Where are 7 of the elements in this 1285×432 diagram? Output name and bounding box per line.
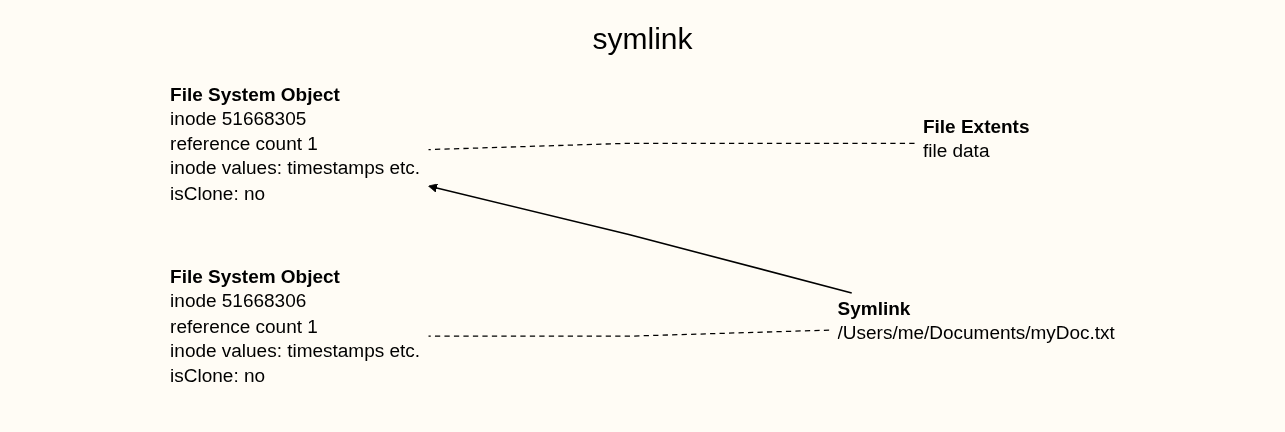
diagram-title: symlink <box>591 22 694 56</box>
node-text: File System Object inode 51668306 reference count 1 inode values: timestamps etc. isClone: no <box>170 266 421 386</box>
connector <box>427 329 830 337</box>
node-text: Symlink /Users/me/Documents/myDoc.txt <box>837 298 1115 344</box>
node-text: File System Object inode 51668305 reference count 1 inode values: timestamps etc. isClone: no <box>170 83 421 204</box>
node-text: File Extents file data <box>922 115 1030 162</box>
arrow <box>428 183 853 294</box>
